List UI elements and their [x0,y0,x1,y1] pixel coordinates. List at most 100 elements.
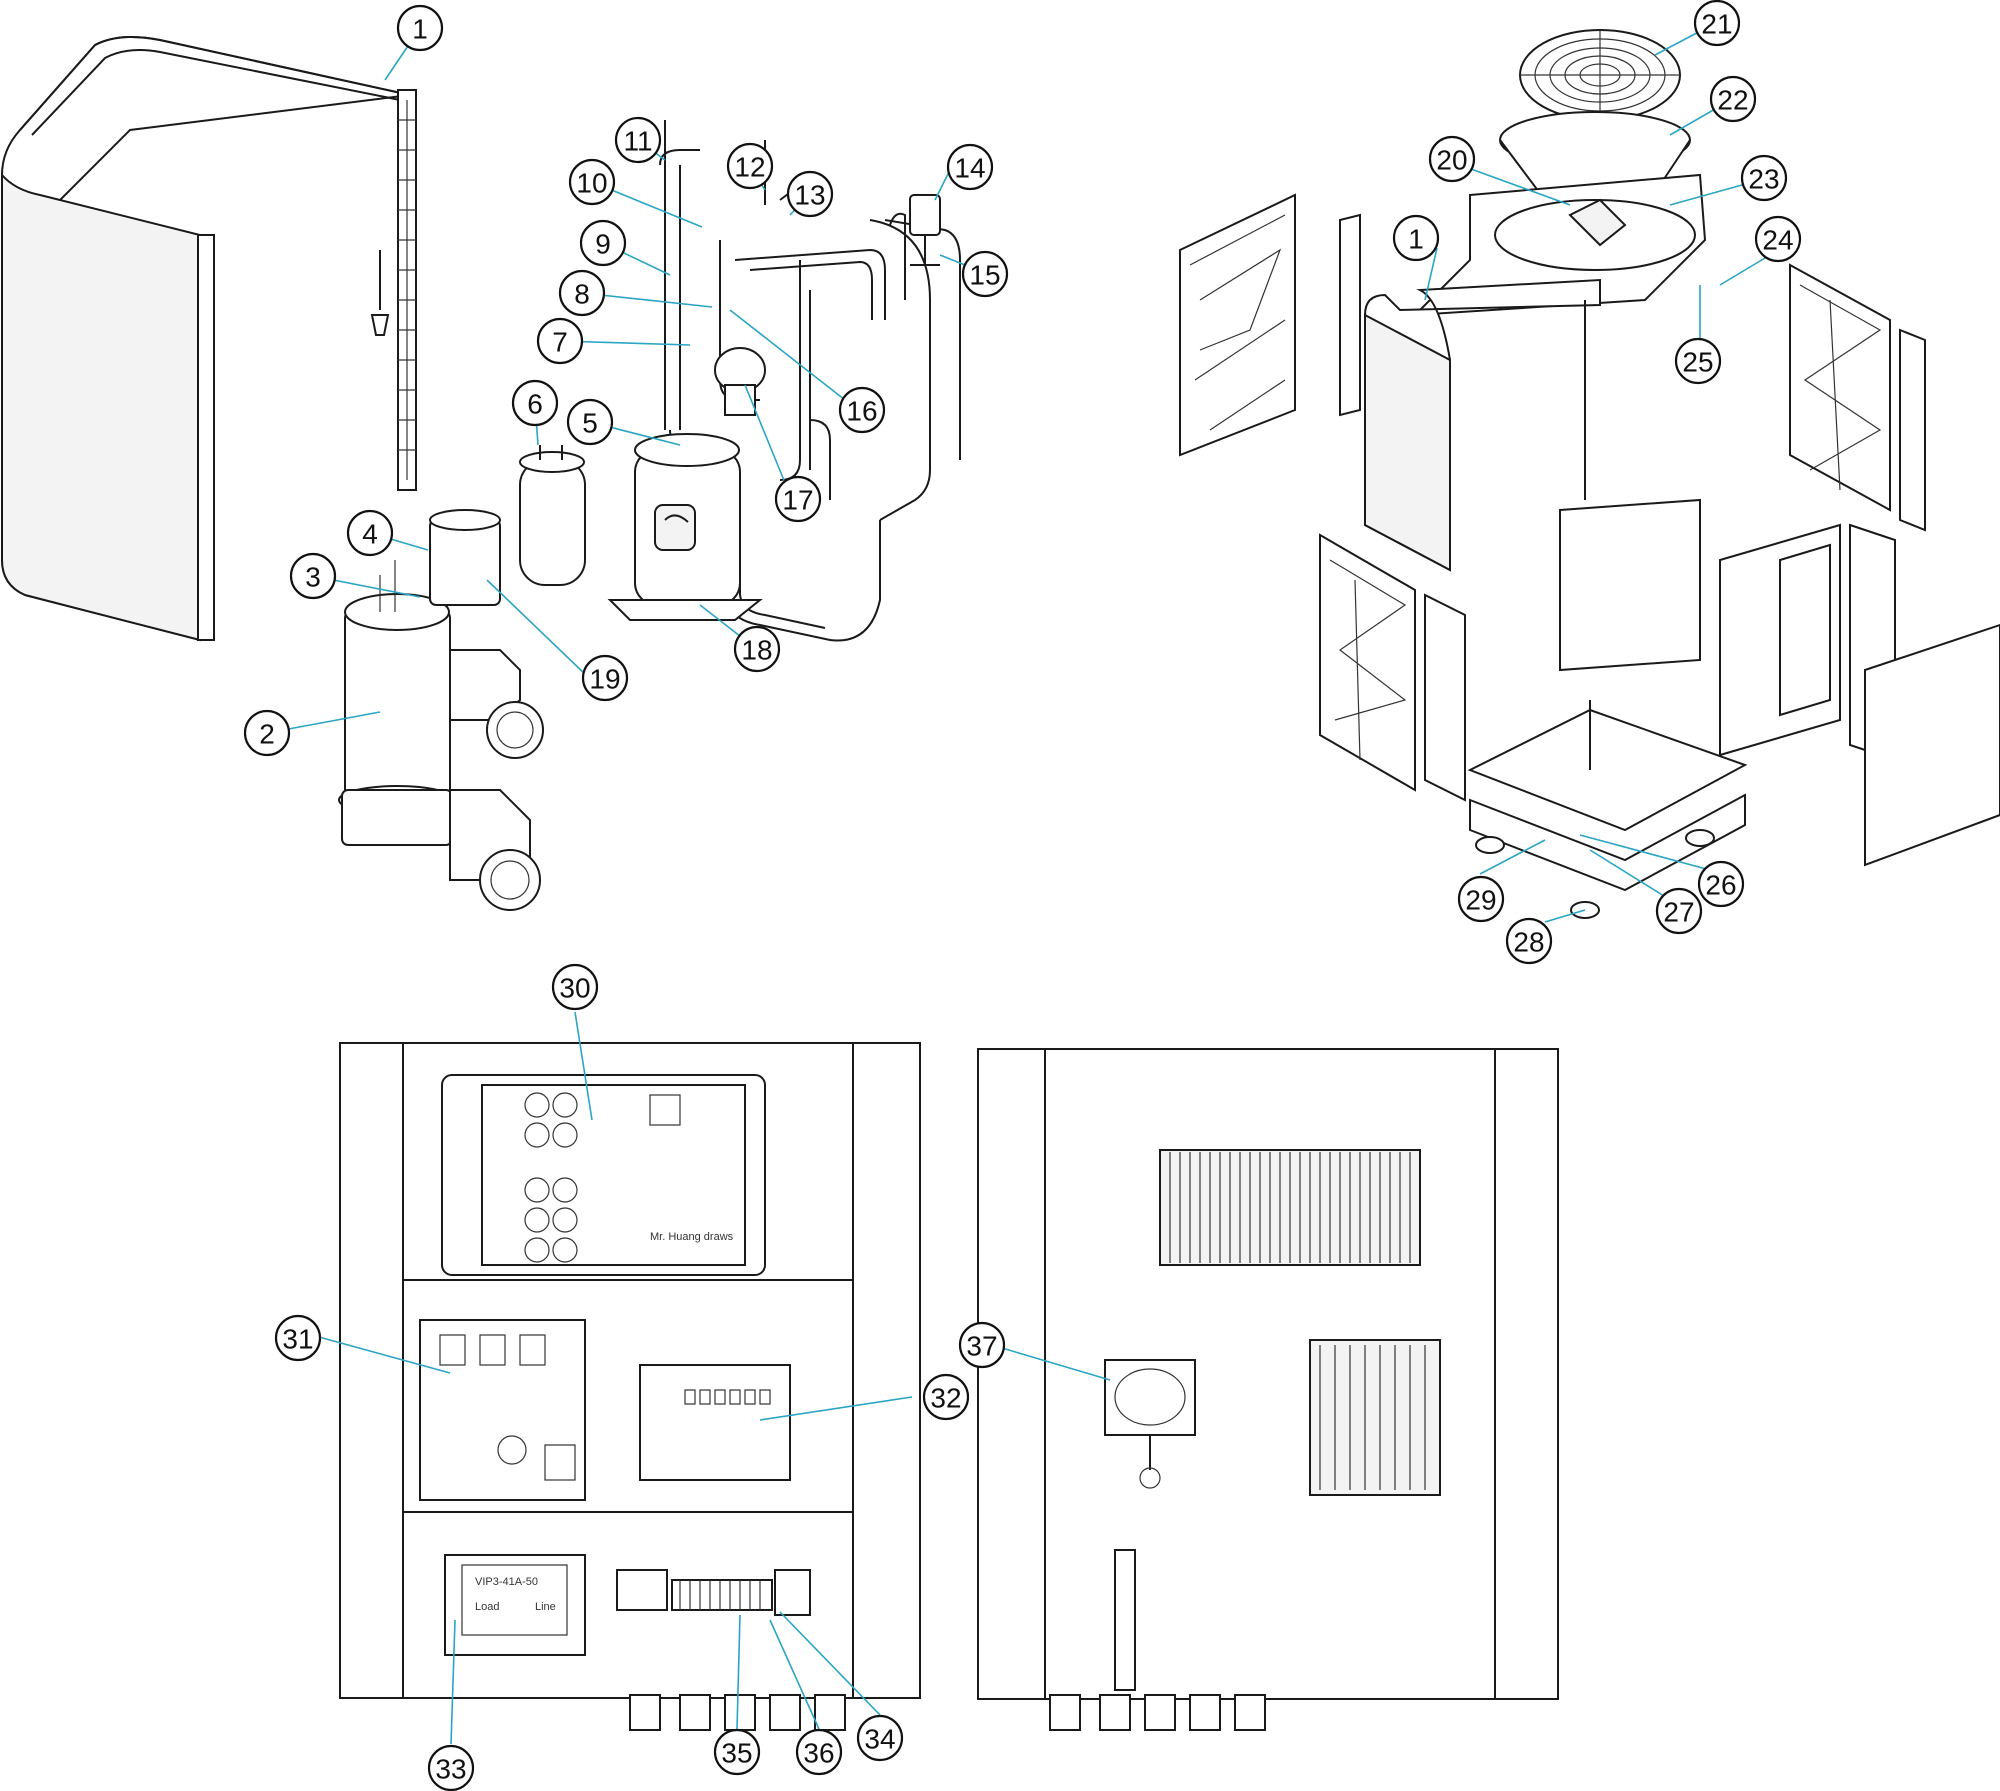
callout-circle [614,116,662,164]
base-tray [1467,700,1748,919]
callout-circle [511,379,559,427]
callout-circle [786,170,834,218]
callout-circle [946,143,994,191]
callout-circle [961,250,1009,298]
callout-31: 31 [274,1314,322,1362]
callout-number: 5 [582,408,598,439]
callout-32: 32 [922,1373,970,1421]
callout-19: 19 [581,654,629,702]
callout-1: 1 [1392,214,1440,262]
callout-26: 26 [1697,860,1745,908]
callout-bubbles: 1234567891011121314151617181920212223242… [243,0,1802,1791]
callout-23: 23 [1740,154,1788,202]
callout-circle [568,158,616,206]
callout-number: 10 [576,168,607,199]
callout-circle [856,1714,904,1762]
callout-number: 12 [734,152,765,183]
compressor [607,433,763,621]
callout-9: 9 [579,219,627,267]
filter-load-label: Load [475,1601,499,1613]
callout-circle [1428,135,1476,183]
callout-circle [1740,154,1788,202]
callout-number: 3 [305,562,321,593]
callout-circle [774,475,822,523]
electrical-box-exploded [1559,498,2000,867]
heat-exchanger [338,509,544,911]
callout-circle [579,219,627,267]
callout-circle [958,1321,1006,1369]
callout-circle [243,709,291,757]
callout-number: 17 [782,485,813,516]
callout-circle [1457,875,1505,923]
callout-number: 6 [527,389,543,420]
side-grille-left-bottom [1319,533,1466,802]
callout-number: 25 [1682,347,1713,378]
callout-21: 21 [1693,0,1741,47]
callout-number: 1 [1408,224,1424,255]
callout-circle [795,1728,843,1776]
callout-number: 33 [435,1754,466,1785]
callout-16: 16 [838,386,886,434]
callout-circle [1754,215,1802,263]
callout-number: 31 [282,1324,313,1355]
callout-circle [726,142,774,190]
callout-number: 22 [1717,85,1748,116]
callout-number: 2 [259,719,275,750]
electrical-box-front: Mr. Huang draws VIP3-41A-50 Load Line [339,1042,921,1731]
callout-circle [536,317,584,365]
callout-circle [1505,917,1553,965]
callout-circle [558,269,606,317]
callout-number: 18 [741,635,772,666]
callout-circle [274,1314,322,1362]
side-grille-right [1789,263,1926,532]
callout-36: 36 [795,1728,843,1776]
callout-circle [566,398,614,446]
side-grille-left-top [1179,193,1361,457]
callout-28: 28 [1505,917,1553,965]
callout-circle [1392,214,1440,262]
callout-circle [1709,75,1757,123]
top-cover [1412,173,1707,317]
callout-number: 27 [1663,897,1694,928]
callout-number: 15 [969,260,1000,291]
liquid-receiver [519,445,586,586]
callout-number: 9 [595,229,611,260]
callout-number: 7 [552,327,568,358]
callout-3: 3 [289,552,337,600]
callout-number: 23 [1748,164,1779,195]
callout-number: 28 [1513,927,1544,958]
callout-circle [551,963,599,1011]
callout-33: 33 [427,1744,475,1791]
callout-37: 37 [958,1321,1006,1369]
callout-2: 2 [243,709,291,757]
filter-line-label: Line [535,1601,556,1613]
electrical-box-rear [977,1048,1559,1731]
callout-number: 37 [966,1331,997,1362]
callout-number: 16 [846,396,877,427]
callout-11: 11 [614,116,662,164]
callout-7: 7 [536,317,584,365]
callout-number: 8 [574,279,590,310]
callout-circle [289,552,337,600]
callout-6: 6 [511,379,559,427]
cabinet-shell [1364,278,1601,572]
callout-circle [838,386,886,434]
callout-circle [581,654,629,702]
callout-circle [713,1728,761,1776]
callout-4: 4 [346,509,394,557]
callout-35: 35 [713,1728,761,1776]
callout-number: 35 [721,1738,752,1769]
callout-circle [1697,860,1745,908]
refrigerant-piping [659,120,961,642]
callout-number: 34 [864,1724,895,1755]
fan-grille [1519,29,1681,121]
evaporator-coil [1,36,417,642]
callout-number: 14 [954,153,985,184]
callout-34: 34 [856,1714,904,1762]
callout-25: 25 [1674,337,1722,385]
callout-circle [922,1373,970,1421]
callout-8: 8 [558,269,606,317]
callout-30: 30 [551,963,599,1011]
callout-circle [1693,0,1741,47]
